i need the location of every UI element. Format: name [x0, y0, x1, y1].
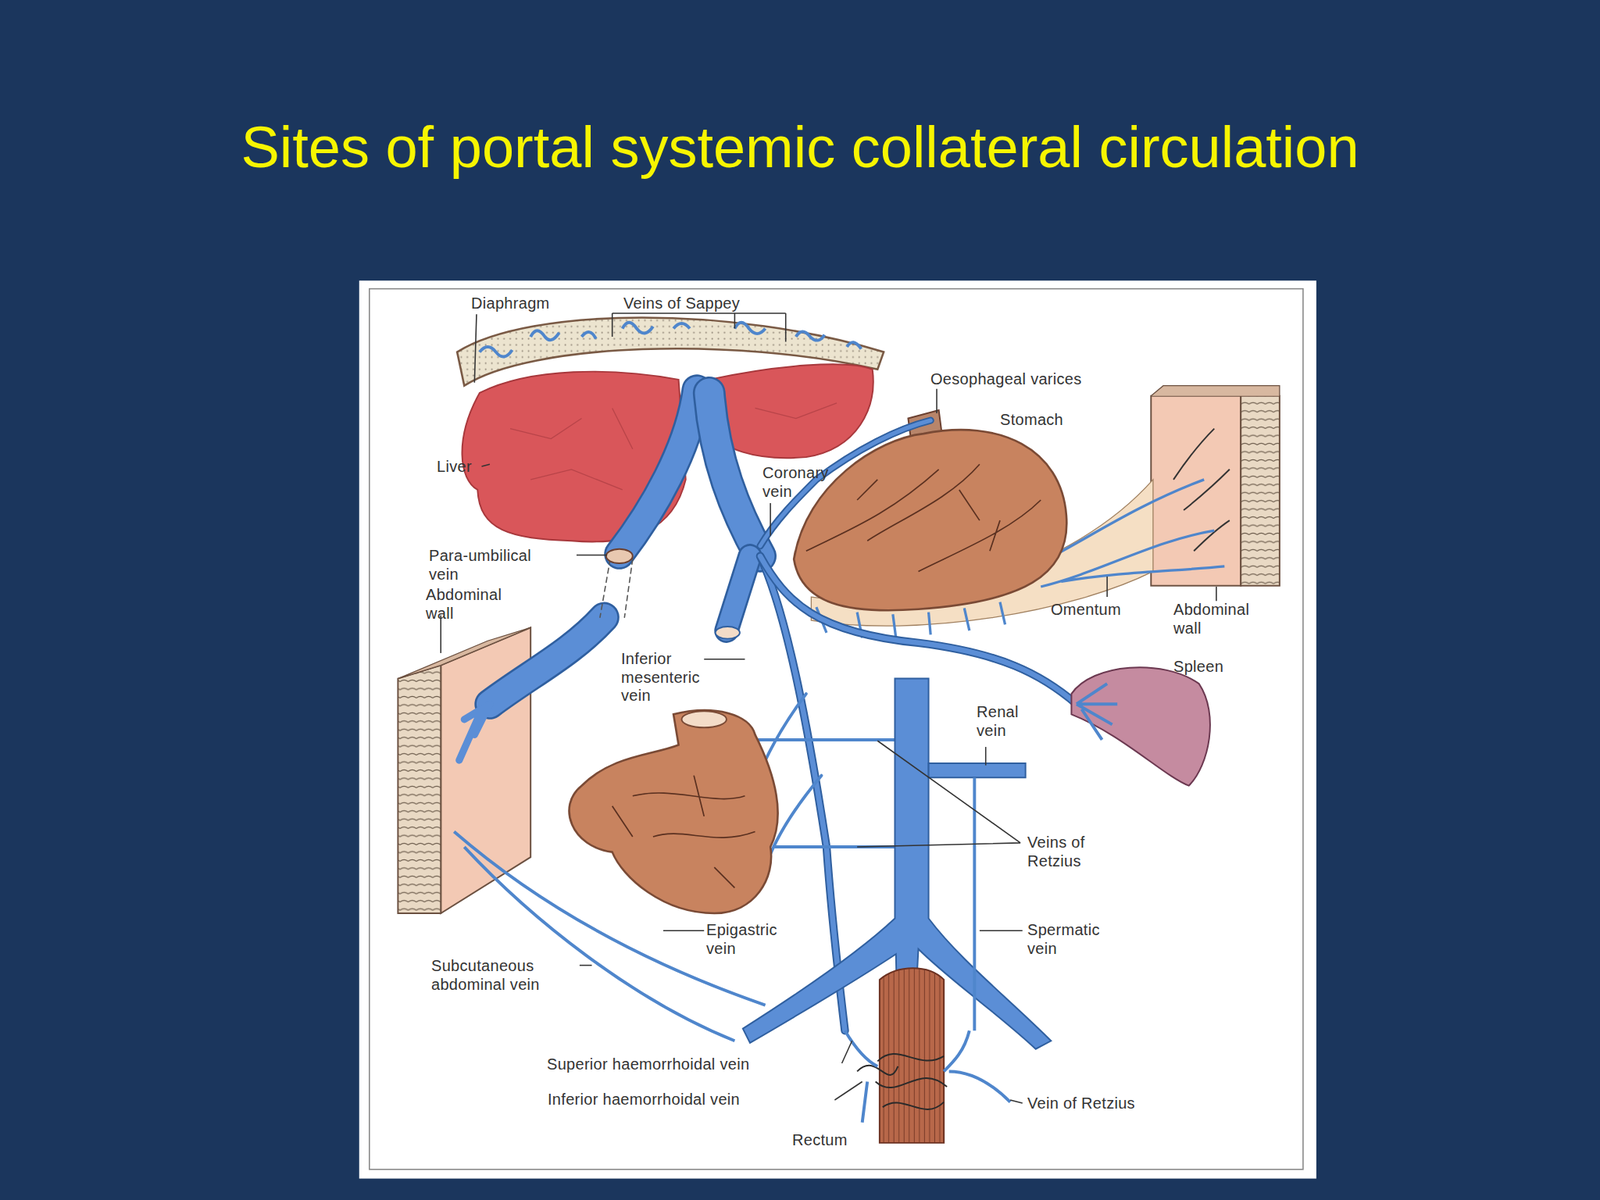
part-label: Diaphragm [471, 294, 550, 314]
part-label: Subcutaneous abdominal vein [431, 957, 550, 994]
abdominal-wall-left [397, 627, 531, 914]
splenic-branches [1076, 683, 1118, 740]
slide-title: Sites of portal systemic collateral circ… [0, 113, 1600, 183]
spleen [1071, 667, 1211, 786]
part-label: Epigastric vein [706, 921, 790, 958]
part-label: Veins of Retzius [1027, 833, 1108, 871]
vessel-cut-end [715, 626, 740, 640]
figure-panel [359, 280, 1317, 1179]
part-label: Coronary vein [762, 464, 841, 501]
part-label: Vein of Retzius [1027, 1094, 1136, 1114]
part-label: Omentum [1050, 600, 1122, 620]
rectum [844, 967, 1011, 1143]
leader-lines [440, 313, 1217, 1104]
figure-frame [369, 289, 1304, 1170]
portal-vessels [459, 389, 1077, 1031]
stomach [793, 410, 1067, 638]
part-label: Abdominal wall [1173, 600, 1261, 638]
part-label: Rectum [792, 1131, 848, 1150]
part-label: Para-umbilical vein [428, 546, 547, 584]
vessel-cut-end [606, 549, 633, 564]
part-label: Spermatic vein [1027, 921, 1112, 958]
part-label: Inferior haemorrhoidal vein [547, 1090, 740, 1110]
part-label: Veins of Sappey [623, 294, 740, 314]
bowel-loop [569, 710, 779, 914]
part-label: Liver [436, 457, 472, 477]
part-label: Renal vein [976, 703, 1033, 740]
part-label: Spleen [1173, 657, 1224, 677]
part-label: Superior haemorrhoidal vein [546, 1055, 750, 1075]
abdominal-wall-right [1150, 385, 1280, 586]
part-label: Abdominal wall [425, 585, 514, 623]
part-label: Inferior mesenteric vein [621, 650, 709, 706]
part-label: Stomach [1000, 410, 1064, 430]
part-label: Oesophageal varices [930, 370, 1083, 390]
